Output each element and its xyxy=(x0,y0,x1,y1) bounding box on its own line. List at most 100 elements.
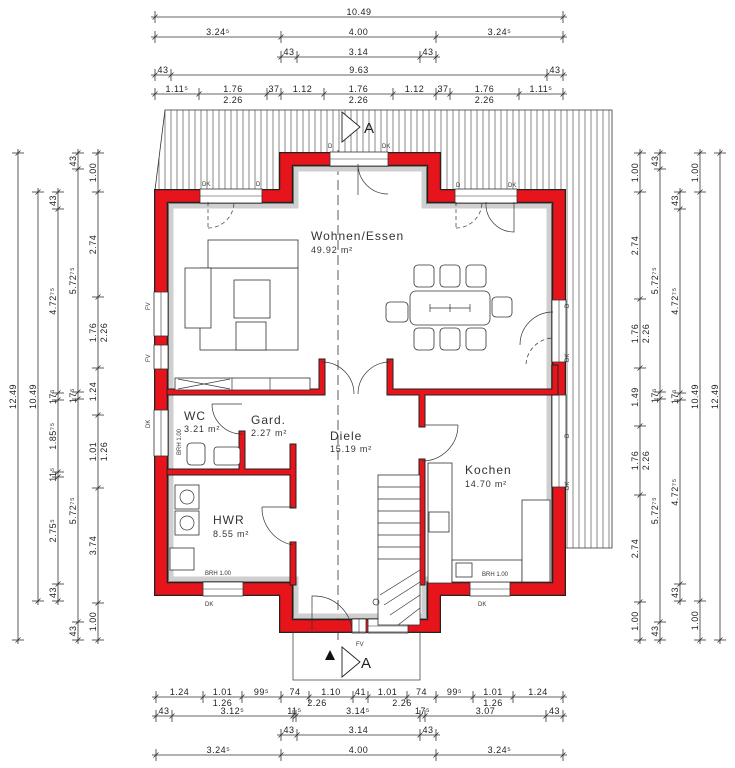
washing-machine xyxy=(174,484,200,510)
dimension-tick-slash xyxy=(560,752,566,758)
opening-label: DK xyxy=(565,482,571,490)
dimension-label: 2.26 xyxy=(392,698,412,708)
dimension-tick-slash xyxy=(55,397,61,403)
dimension-tick-slash xyxy=(196,91,202,97)
dimension-label: 17⁵ xyxy=(650,388,660,403)
dimension-label: 1.85⁷⁵ xyxy=(48,422,58,450)
dimension-tick-slash xyxy=(560,34,566,40)
room-area: 2.27 m² xyxy=(251,428,287,438)
dimension-tick-slash xyxy=(350,694,356,700)
dimension-label: 1.76 xyxy=(88,323,98,343)
toilet xyxy=(186,442,206,466)
interior-walls xyxy=(166,358,559,586)
opening-label: FV xyxy=(146,354,152,362)
room-area: 15.19 m² xyxy=(330,444,372,454)
dimension-label: 5.72⁷⁵ xyxy=(650,267,660,295)
wall-openings xyxy=(153,151,567,634)
dimension-tick-slash xyxy=(35,598,41,604)
sofa-back xyxy=(207,239,299,269)
dimension-label: 2.26 xyxy=(223,95,243,105)
dimension-tick-slash xyxy=(433,91,439,97)
dimension-tick-slash xyxy=(321,91,327,97)
dimension-tick-slash xyxy=(55,469,61,475)
utility-sink xyxy=(169,547,195,571)
dimension-label: 2.75⁵ xyxy=(48,519,58,543)
dimension-tick-slash xyxy=(677,598,683,604)
dimension-tick-slash xyxy=(55,189,61,195)
dimension-chain: 1.002.741.761.491.762.741.00 xyxy=(630,149,646,644)
dimension-tick-slash xyxy=(264,91,270,97)
dimension-chain: 12.49 xyxy=(8,149,24,644)
dimension-label: 11⁵ xyxy=(287,706,302,716)
sofa-side xyxy=(184,267,212,329)
dimension-tick-slash xyxy=(637,189,643,195)
stair-winder xyxy=(397,607,421,626)
dimension-tick-slash xyxy=(717,637,723,643)
dimension-tick-slash xyxy=(15,150,21,156)
dimension-label: 17⁵ xyxy=(48,389,58,404)
dimension-tick-slash xyxy=(95,294,101,300)
dimension-tick-slash xyxy=(75,150,81,156)
dimension-tick-slash xyxy=(543,713,549,719)
dimension-label: 74 xyxy=(416,687,427,697)
dimension-tick-slash xyxy=(697,189,703,195)
dimension-tick-slash xyxy=(278,694,284,700)
room-labels: Wohnen/Essen 49.92 m² WC 3.21 m² Gard. 2… xyxy=(184,229,511,539)
dimension-label: 2.26 xyxy=(307,698,327,708)
dimension-tick-slash xyxy=(657,396,663,402)
opening-label: DK xyxy=(565,354,571,362)
dimension-tick-slash xyxy=(417,732,423,738)
dimension-tick-slash xyxy=(560,91,566,97)
dimension-label: 2.26 xyxy=(641,451,651,471)
dimension-label: 1.24 xyxy=(528,687,548,697)
opening-label: BRH 1.00 xyxy=(177,428,183,455)
dimension-label: 1.10 xyxy=(321,687,341,697)
room-area: 3.21 m² xyxy=(184,424,220,434)
room-area: 8.55 m² xyxy=(213,529,249,539)
dimension-label: 1.00 xyxy=(630,163,640,183)
dimension-tick-slash xyxy=(697,637,703,643)
furniture xyxy=(169,239,551,681)
dimension-tick-slash xyxy=(560,14,566,20)
dimension-tick-slash xyxy=(560,713,566,719)
window-casement-right xyxy=(455,201,483,229)
dimension-tick-slash xyxy=(35,189,41,195)
dryer xyxy=(174,510,200,536)
dimension-label: 17⁵ xyxy=(415,706,430,716)
dimension-tick-slash xyxy=(153,694,159,700)
dimension-label: 2.26 xyxy=(99,323,109,343)
dimension-tick-slash xyxy=(294,54,300,60)
dimension-label: 41 xyxy=(355,687,366,697)
dimension-label: 43 xyxy=(670,587,680,598)
opening-label: FV xyxy=(356,642,364,648)
dimension-label: 37 xyxy=(268,84,279,94)
stair-steps xyxy=(378,486,421,626)
dimension-label: 1.76 xyxy=(349,84,369,94)
dimension-tick-slash xyxy=(637,365,643,371)
dimension-chain: 2.262.26 xyxy=(641,324,651,471)
dimension-tick-slash xyxy=(152,34,158,40)
door-living-left xyxy=(321,361,355,395)
dimension-label: 2.26 xyxy=(349,95,369,105)
dimension-tick-slash xyxy=(657,389,663,395)
dimension-label: 3.14⁵ xyxy=(346,706,370,716)
dimension-tick-slash xyxy=(95,600,101,606)
dimension-label: 1.12 xyxy=(293,84,313,94)
door-wc xyxy=(211,403,243,435)
wash-basin xyxy=(213,446,241,466)
dimension-label: 1.76 xyxy=(630,451,640,471)
opening-label: DK xyxy=(382,144,390,150)
stair-winder xyxy=(379,569,421,596)
dimension-tick-slash xyxy=(637,296,643,302)
dimension-label: 43 xyxy=(48,195,58,206)
dimension-label: 3.07 xyxy=(476,706,496,716)
dimension-tick-slash xyxy=(293,713,299,719)
dimension-label: 2.74 xyxy=(88,235,98,255)
dimension-label: 43 xyxy=(549,706,560,716)
dimension-label: 43 xyxy=(422,47,433,57)
dimension-label: 3.24⁵ xyxy=(207,745,231,755)
dimension-label: 1.24 xyxy=(170,687,190,697)
